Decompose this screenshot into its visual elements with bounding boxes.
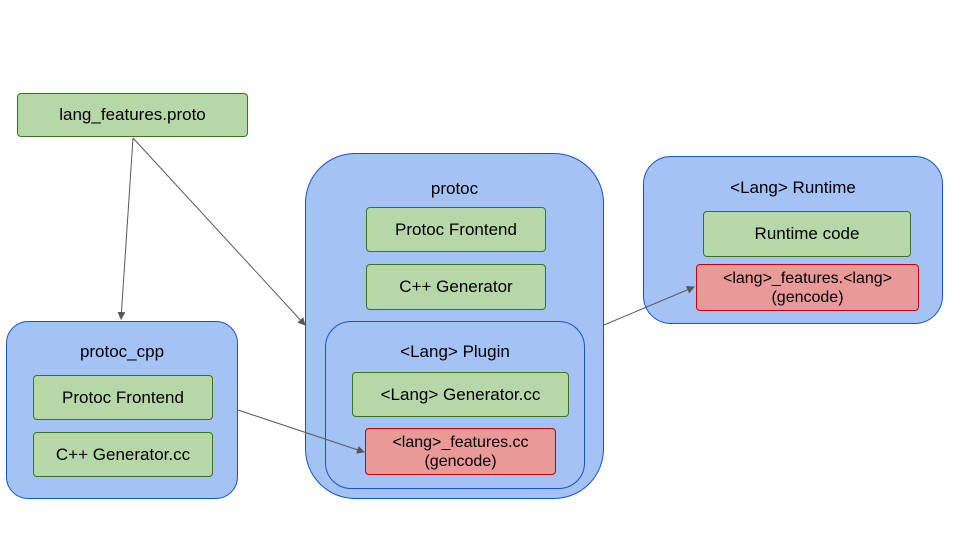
lang-features-cc-label: <lang>_features.cc (392, 433, 529, 451)
lang-generator-label: <Lang> Generator.cc (380, 384, 541, 404)
lang-plugin-title: <Lang> Plugin (400, 342, 510, 361)
runtime-code-box: Runtime code (703, 211, 911, 257)
lang-features-proto-box: lang_features.proto (17, 93, 248, 137)
lang-plugin-container: <Lang> Plugin <Lang> Generator.cc <lang>… (325, 321, 585, 489)
protoc-container: protoc Protoc Frontend C++ Generator <La… (305, 153, 604, 499)
protoc-cpp-container: protoc_cpp Protoc Frontend C++ Generator… (6, 321, 238, 499)
protoc-frontend-box: Protoc Frontend (366, 207, 546, 252)
protoc-cpp-generator-label: C++ Generator.cc (55, 444, 191, 464)
protoc-cpp-generator-label: C++ Generator (399, 277, 513, 296)
protoc-cpp-frontend-label: Protoc Frontend (62, 387, 184, 407)
lang-features-proto-label: lang_features.proto (59, 105, 206, 124)
lang-generator-box: <Lang> Generator.cc (352, 372, 569, 417)
protoc-cpp-generator-box: C++ Generator.cc (33, 432, 213, 477)
lang-features-cc-gencode-label: (gencode) (424, 452, 497, 470)
protoc-cpp-generator-box: C++ Generator (366, 264, 546, 310)
runtime-code-label: Runtime code (754, 224, 860, 243)
protoc-title: protoc (430, 179, 479, 198)
protoc-frontend-label: Protoc Frontend (395, 219, 517, 239)
lang-runtime-title: <Lang> Runtime (730, 178, 856, 197)
arrow-proto-to-protoc (132, 137, 306, 326)
lang-features-lang-gencode-label: (gencode) (771, 288, 844, 306)
lang-runtime-container: <Lang> Runtime Runtime code <lang>_featu… (643, 156, 943, 324)
arrow-proto-to-protoc-cpp (117, 137, 134, 320)
protoc-cpp-frontend-box: Protoc Frontend (33, 375, 213, 420)
lang-features-lang-gencode-box: <lang>_features.<lang> (gencode) (696, 264, 919, 311)
lang-features-lang-label: <lang>_features.<lang> (722, 269, 893, 287)
protoc-cpp-title: protoc_cpp (79, 342, 165, 361)
lang-features-cc-gencode-box: <lang>_features.cc (gencode) (365, 428, 556, 475)
